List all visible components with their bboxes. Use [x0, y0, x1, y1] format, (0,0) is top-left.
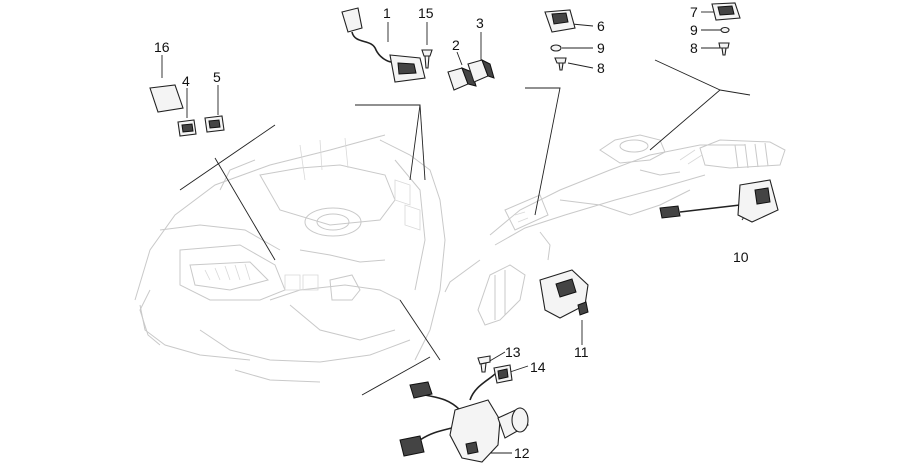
part-7-small-switch: [711, 2, 741, 21]
callout-9b: 9: [690, 22, 698, 38]
callout-14: 14: [530, 359, 546, 375]
callout-16: 16: [154, 39, 170, 55]
part-16-cover-plate: [149, 84, 184, 113]
callout-11: 11: [574, 344, 589, 360]
part-9-washer-a: [550, 44, 562, 52]
callout-8a: 8: [597, 60, 605, 76]
part-15-screw: [421, 49, 433, 69]
callout-2: 2: [452, 37, 460, 53]
part-6-switch-cover: [544, 9, 576, 33]
part-13-screw: [477, 355, 491, 373]
callout-6: 6: [597, 18, 605, 34]
part-1-switch-harness: [341, 7, 426, 83]
callout-4: 4: [182, 73, 190, 89]
callout-9a: 9: [597, 40, 605, 56]
part-11-left-switch: [539, 269, 589, 319]
callout-13: 13: [505, 344, 521, 360]
callout-10: 10: [733, 249, 749, 265]
part-4-connector: [177, 119, 197, 137]
callout-1: 1: [383, 5, 391, 21]
callout-3: 3: [476, 15, 484, 31]
callout-8b: 8: [690, 40, 698, 56]
callout-12: 12: [514, 445, 530, 461]
handlebar-ghost: [444, 134, 786, 326]
part-8-screw-a: [554, 57, 567, 71]
part-12-ignition-lock: [399, 371, 529, 463]
part-9-washer-b: [720, 26, 730, 34]
part-2-switch-block: [447, 67, 477, 91]
callout-5: 5: [213, 69, 221, 85]
callout-labels: 1 15 2 3 16 4 5 6 9 8 7 9 8 10 11 12 13 …: [154, 4, 749, 461]
part-5-connector: [204, 115, 225, 133]
callout-7: 7: [690, 4, 698, 20]
part-14-clip: [493, 364, 513, 384]
part-8-screw-b: [718, 42, 730, 56]
part-3-switch-block: [467, 58, 495, 83]
scooter-front-ghost: [134, 134, 446, 383]
callout-15: 15: [418, 5, 434, 21]
part-10-right-switch: [659, 179, 779, 223]
